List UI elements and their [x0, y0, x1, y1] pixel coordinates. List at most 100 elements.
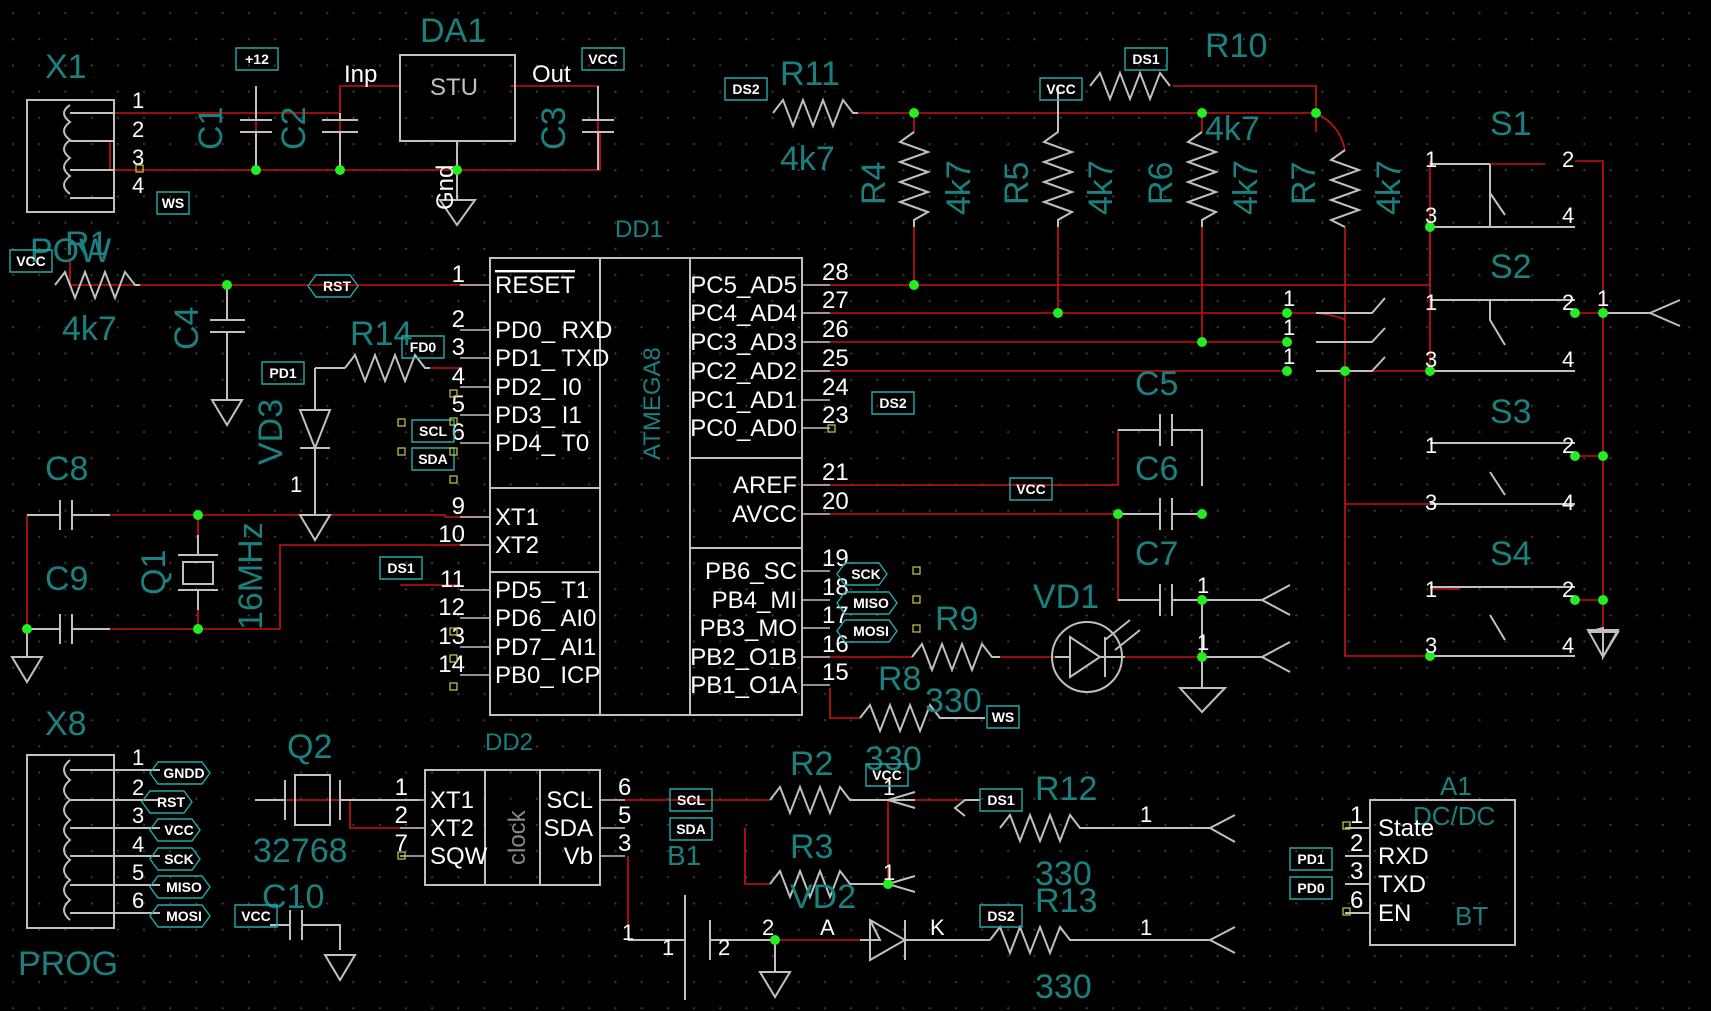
- net-label-pd0: PD0: [1289, 876, 1333, 900]
- net-label-text: RST: [157, 794, 185, 810]
- dd1-pin-name: PD1_ TXD: [495, 345, 609, 372]
- r12-value: 330: [1035, 855, 1092, 893]
- dd1-chip-name: ATMEGA8: [639, 347, 666, 460]
- a1-pin-number: 6: [1350, 887, 1363, 914]
- net-label-p12: +12: [235, 47, 279, 71]
- c2-capacitor: [322, 113, 358, 170]
- vd3-diode: [298, 367, 345, 515]
- r2-pin: 1: [883, 775, 895, 800]
- dd1-pin-name: PD7_ AI1: [495, 634, 596, 661]
- net-label-sda: SDA: [669, 817, 713, 841]
- x8-pin: 6: [132, 888, 144, 913]
- dd2-pin-number: 5: [618, 802, 631, 829]
- r5-label: R5: [998, 162, 1036, 205]
- dd2-pin-number: 1: [395, 774, 408, 801]
- net-label-ds1: DS1: [979, 788, 1023, 812]
- r5-value: 4k7: [1082, 160, 1120, 215]
- da1-text: STU Inp Out Gnd: [344, 61, 571, 210]
- net-label-text: PD0: [1297, 880, 1324, 896]
- r10-label: R10: [1205, 27, 1267, 65]
- r3-resistor: [769, 868, 888, 900]
- conn-pin: 1: [1197, 630, 1209, 655]
- net-label-text: VCC: [1016, 481, 1046, 497]
- net-label-mosi: MOSI: [149, 904, 211, 928]
- dd2-pin-name: SDA: [544, 815, 593, 842]
- dd2-pin-number: 2: [395, 802, 408, 829]
- dd1-pin-number: 16: [822, 631, 849, 658]
- c3-label: C3: [535, 107, 573, 150]
- x8-connector: [26, 754, 115, 929]
- r11-value: 4k7: [780, 140, 835, 178]
- c9-capacitor: [27, 614, 110, 644]
- x8-pin: 1: [132, 745, 144, 770]
- dd1-pin-number: 21: [822, 459, 849, 486]
- vd2-label: VD2: [790, 878, 856, 916]
- da1-pin-out: Out: [532, 61, 571, 88]
- c7-label: C7: [1135, 535, 1178, 573]
- c10-capacitor: [270, 910, 341, 950]
- a1-pin-number: 2: [1350, 830, 1363, 857]
- dd1-pin-name: PD4_ T0: [495, 430, 589, 457]
- r3-pin: 1: [883, 860, 895, 885]
- conn-pin: 1: [1283, 315, 1295, 340]
- s1-pin1: 1: [1425, 147, 1437, 172]
- port-markers: [135, 164, 1351, 916]
- dd1-pin-number: 6: [452, 419, 465, 446]
- r14-label: R14: [350, 315, 412, 353]
- net-label-text: VCC: [1046, 81, 1076, 97]
- x1-contacts: [63, 104, 72, 195]
- r6-label: R6: [1142, 162, 1180, 205]
- r13-label: R13: [1035, 882, 1097, 920]
- dd1-pin-number: 1: [452, 261, 465, 288]
- r7-value: 4k7: [1370, 160, 1408, 215]
- dd1-pin-number: 24: [822, 374, 849, 401]
- vd2-diode: [860, 918, 990, 962]
- net-label-ws: WS: [156, 191, 190, 215]
- s3-label: S3: [1490, 393, 1532, 431]
- net-label-text: DS2: [732, 81, 759, 97]
- x1-pin: 2: [132, 117, 144, 142]
- net-label-text: SCL: [677, 792, 705, 808]
- net-label-text: WS: [992, 709, 1015, 725]
- dd1-pin-name: PB0_ ICP: [495, 662, 600, 689]
- dd1-pin-name: PD6_ AI0: [495, 605, 596, 632]
- da1-pin-inp: Inp: [344, 61, 377, 88]
- net-label-text: SCL: [419, 423, 447, 439]
- net-label-text: SCK: [164, 851, 194, 867]
- r8-resistor: [859, 702, 985, 734]
- c7-capacitor: [1118, 584, 1202, 616]
- s4-pin4: 4: [1562, 633, 1574, 658]
- r6-value: 4k7: [1227, 160, 1265, 215]
- r6-resistor: [1185, 131, 1219, 227]
- dd2-pin-number: 3: [618, 830, 631, 857]
- net-label-text: WS: [162, 195, 185, 211]
- dd1-pin-name: PD2_ I0: [495, 374, 582, 401]
- c1-capacitor: [240, 86, 272, 170]
- da1-label: DA1: [420, 12, 486, 50]
- dd1-pin-name: XT2: [495, 532, 539, 559]
- q2-crystal: [255, 774, 420, 826]
- dd1-pin-name: PC5_AD5: [690, 272, 797, 299]
- dd1-pin-number: 15: [822, 659, 849, 686]
- da1-value: STU: [430, 74, 478, 101]
- components: [10, 54, 1681, 1000]
- r3-label: R3: [790, 828, 833, 866]
- dd2-pin-name: XT2: [430, 815, 474, 842]
- x8-pin: 3: [132, 803, 144, 828]
- s4-pin1: 1: [1425, 577, 1437, 602]
- r11-label: R11: [780, 55, 840, 93]
- net-label-text: PD1: [1297, 851, 1324, 867]
- r8-label: R8: [878, 660, 921, 698]
- dd2-pin-name: SQW: [430, 843, 488, 870]
- net-label-text: SDA: [418, 451, 448, 467]
- q1-crystal: [178, 535, 218, 610]
- s1-label: S1: [1490, 105, 1532, 143]
- dd1-pin-number: 13: [438, 623, 465, 650]
- s2-pin2: 2: [1562, 290, 1574, 315]
- s2-label: S2: [1490, 248, 1532, 286]
- conn-pin: 1: [1597, 286, 1609, 311]
- net-label-vcc: VCC: [865, 763, 909, 787]
- net-label-pd1: PD1: [1289, 847, 1333, 871]
